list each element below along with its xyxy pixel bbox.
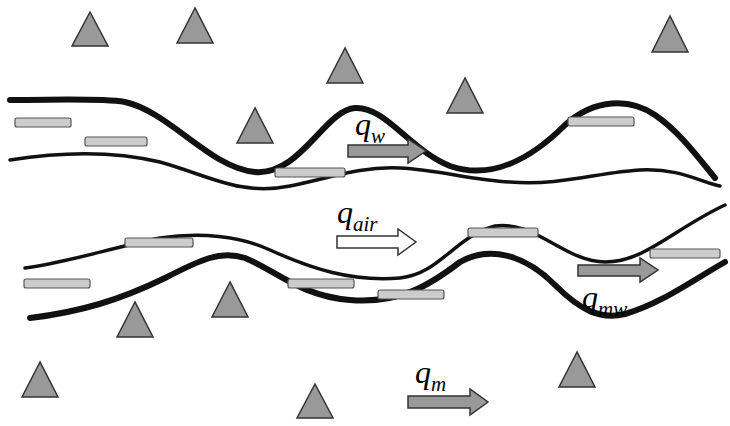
flow-label-holder: qmw xyxy=(582,281,627,313)
water-film xyxy=(468,228,538,237)
flow-arrow xyxy=(578,258,658,282)
fracture-walls xyxy=(10,100,725,319)
flow-symbol: q xyxy=(337,194,353,230)
water-films xyxy=(15,117,720,299)
flow-label-holder: qm xyxy=(415,356,446,388)
grain-triangle xyxy=(117,302,153,337)
grain-triangle xyxy=(297,384,333,418)
flow-label-holder: qair xyxy=(337,196,378,228)
flow-symbol: q xyxy=(582,279,598,315)
grain-triangle xyxy=(212,282,248,317)
water-film xyxy=(275,168,345,177)
grain-triangle xyxy=(559,352,595,387)
water-film xyxy=(125,238,193,247)
flow-arrow xyxy=(408,389,488,415)
flow-label: qair xyxy=(337,196,378,228)
grain-triangle xyxy=(237,108,273,143)
flow-subscript: w xyxy=(371,124,385,148)
flow-arrows xyxy=(337,139,658,415)
flow-label-holder: qw xyxy=(355,108,385,140)
grain-triangle xyxy=(22,362,58,397)
fracture-wall xyxy=(10,100,715,179)
grain-triangle xyxy=(327,48,363,83)
flow-symbol: q xyxy=(355,106,371,142)
water-film xyxy=(24,279,90,288)
grain-triangle xyxy=(72,12,108,46)
water-film xyxy=(568,117,634,126)
matrix-grains xyxy=(22,8,688,418)
grain-triangle xyxy=(652,16,688,52)
flow-arrow xyxy=(348,139,426,163)
flow-label: qmw xyxy=(582,281,627,313)
flow-subscript: m xyxy=(431,372,446,396)
water-film xyxy=(288,279,354,288)
water-film xyxy=(15,118,71,127)
grain-triangle xyxy=(177,8,213,43)
grain-triangle xyxy=(447,78,483,113)
water-film xyxy=(378,290,444,299)
water-film xyxy=(650,249,720,258)
flow-subscript: mw xyxy=(598,297,627,321)
flow-symbol: q xyxy=(415,354,431,390)
flow-label: qm xyxy=(415,356,446,388)
flow-subscript: air xyxy=(353,212,378,236)
water-film xyxy=(85,137,147,146)
fracture-wall xyxy=(10,154,720,189)
flow-label: qw xyxy=(355,108,385,140)
